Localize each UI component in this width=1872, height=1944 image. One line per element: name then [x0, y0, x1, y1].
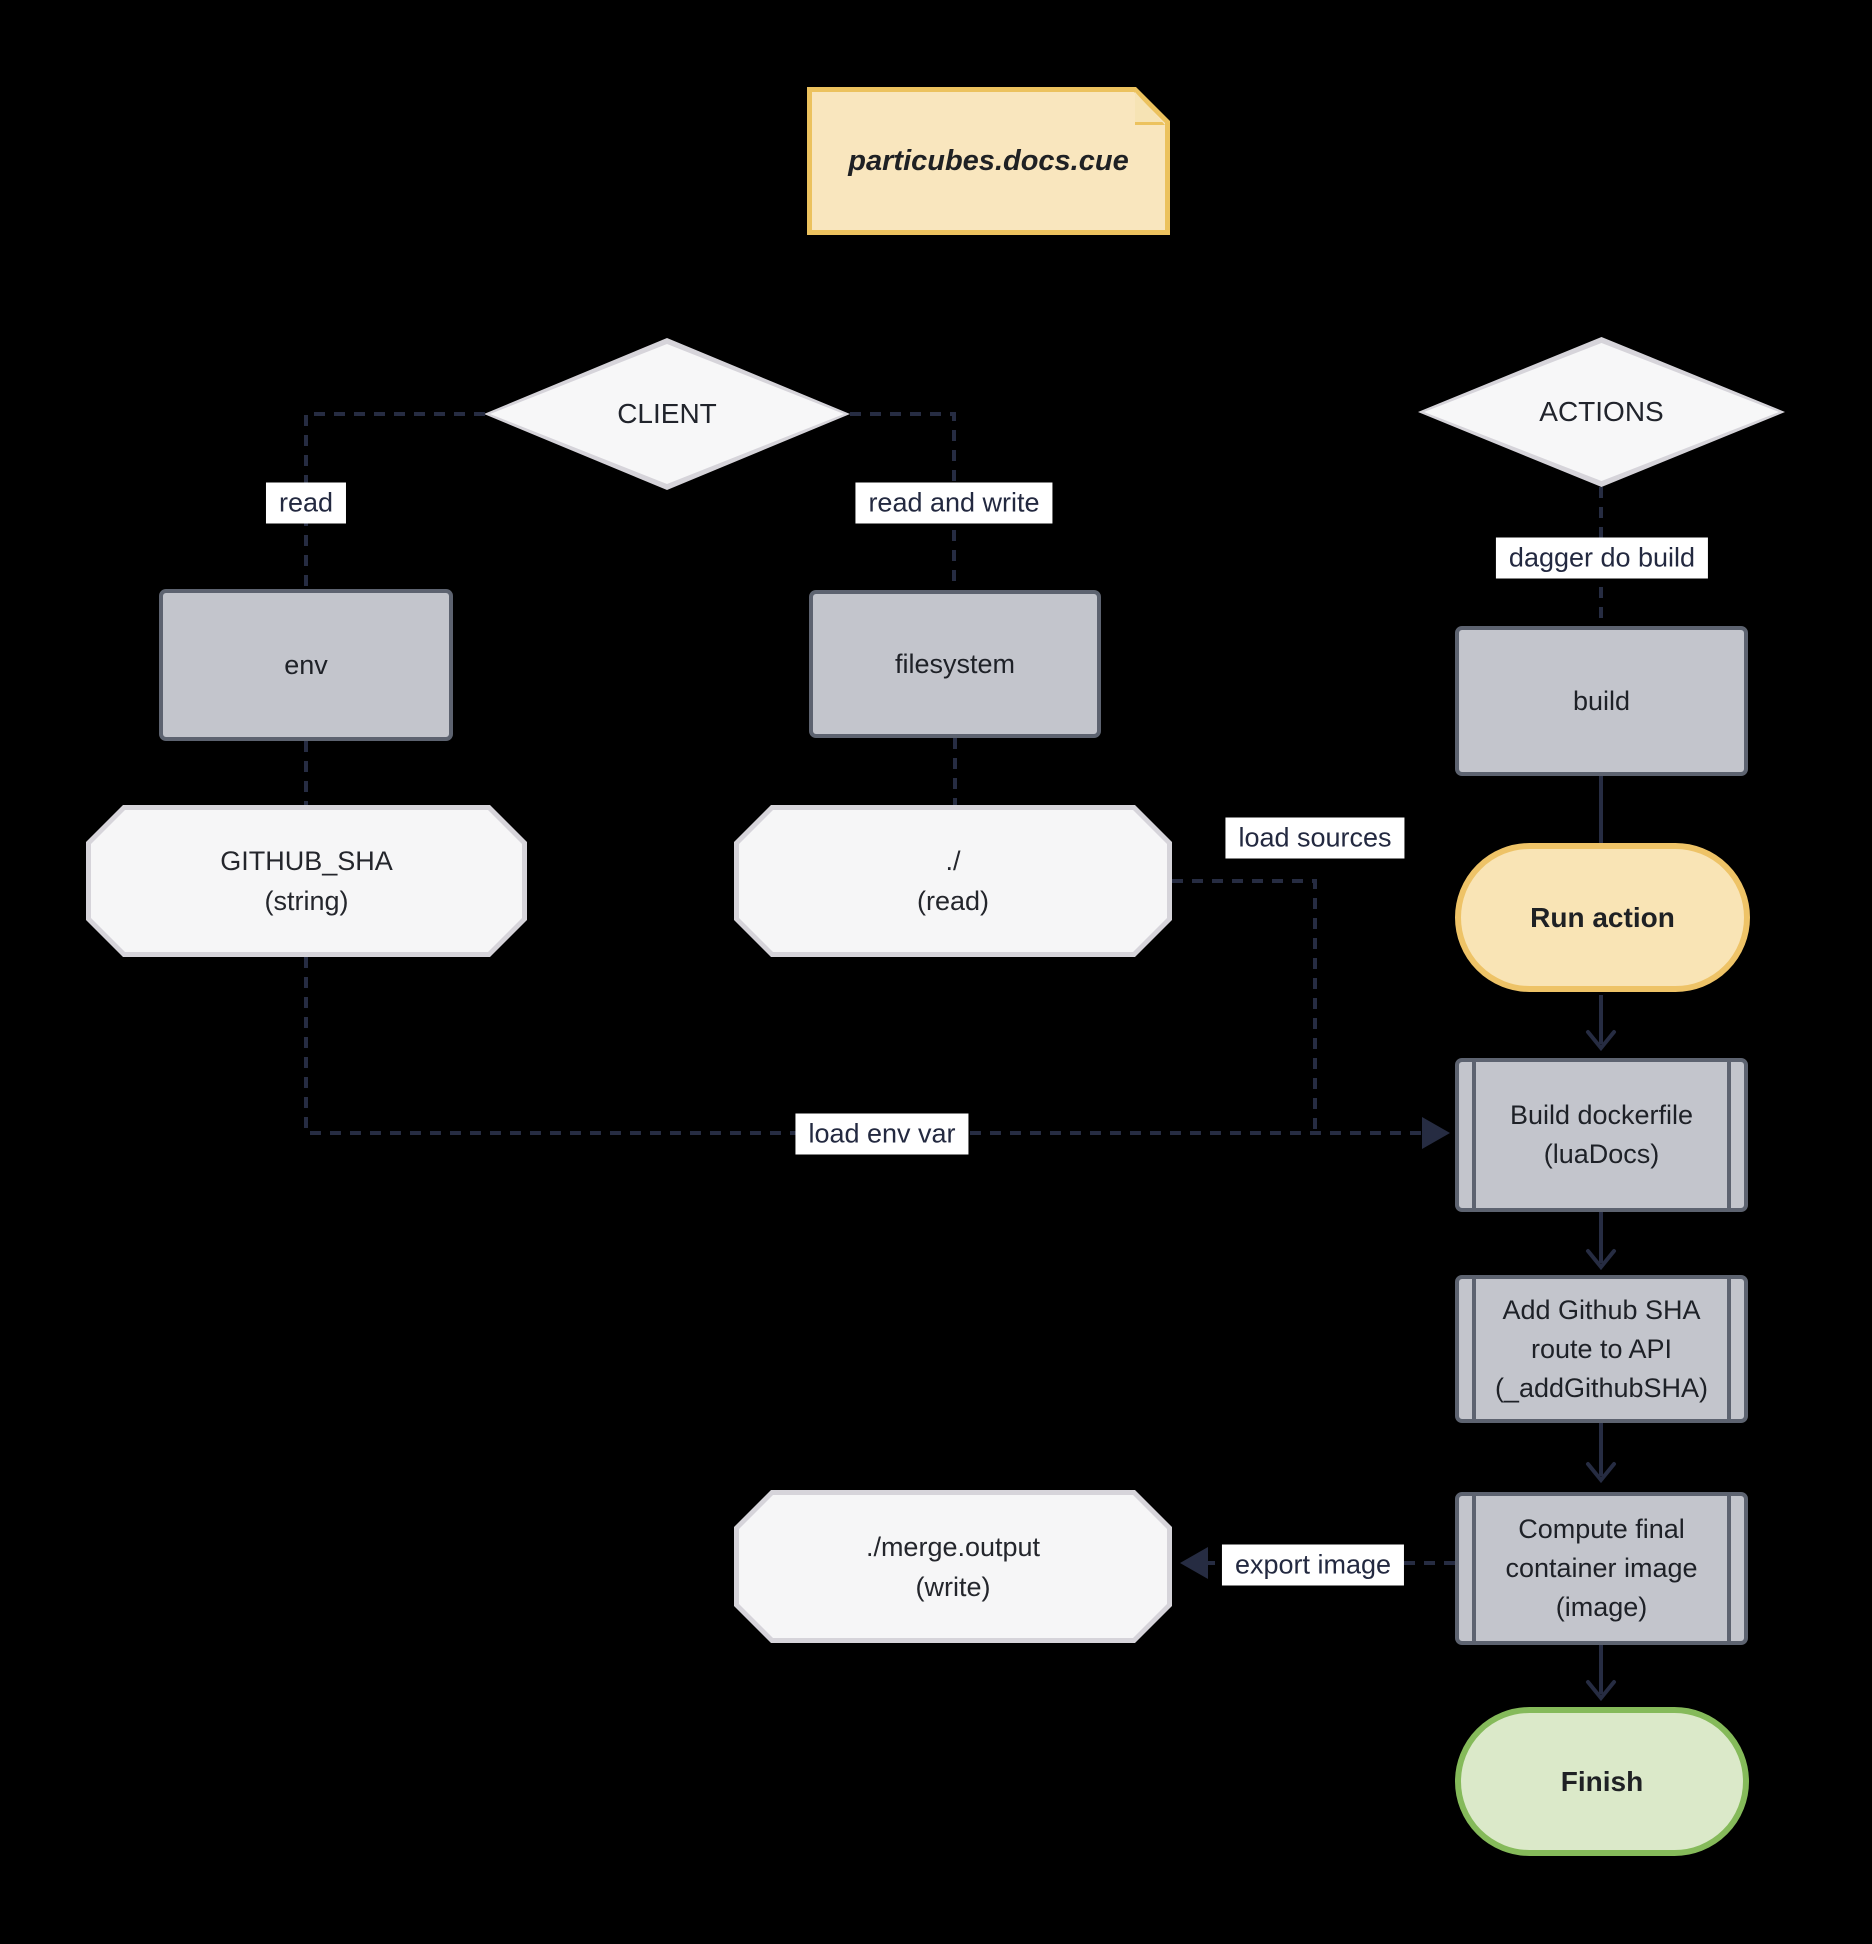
- io-merge-output-line1: ./merge.output: [865, 1531, 1041, 1562]
- subroutine-bar: [1727, 1496, 1731, 1641]
- io-dot-read: ./ (read): [734, 805, 1172, 957]
- subroutine-bar: [1472, 1279, 1476, 1419]
- io-dot-read-line2: (read): [916, 886, 990, 916]
- edge-load-env-var: [304, 957, 1422, 1135]
- io-github-sha-body: GITHUB_SHA (string): [91, 810, 522, 952]
- subroutine-compute-final-image: Compute final container image (image): [1455, 1492, 1748, 1645]
- edge-label-read-and-write: read and write: [855, 482, 1053, 524]
- arrowhead-down-icon: [1586, 1249, 1616, 1271]
- edge-client-readwrite-filesystem: [850, 412, 956, 590]
- arrowhead-down-icon: [1586, 1462, 1616, 1484]
- subroutine-bar: [1727, 1279, 1731, 1419]
- node-build-label: build: [1572, 685, 1631, 716]
- node-filesystem-label: filesystem: [894, 648, 1016, 679]
- node-run-action-label: Run action: [1530, 901, 1675, 933]
- io-github-sha: GITHUB_SHA (string): [86, 805, 527, 957]
- node-env-label: env: [284, 649, 328, 680]
- edge-label-load-sources: load sources: [1225, 817, 1405, 859]
- note-particubes-docs-cue: particubes.docs.cue: [807, 87, 1170, 235]
- arrowhead-down-icon: [1586, 1680, 1616, 1702]
- node-run-action: Run action: [1455, 843, 1750, 992]
- subroutine-build-dockerfile-line1: Build dockerfile: [1509, 1100, 1694, 1130]
- arrowhead-left-icon: [1180, 1547, 1208, 1579]
- subroutine-add-github-sha-line3: (_addGithubSHA): [1494, 1372, 1709, 1403]
- node-finish-label: Finish: [1560, 1765, 1644, 1797]
- io-merge-output: ./merge.output (write): [734, 1490, 1172, 1643]
- subroutine-bar: [1727, 1062, 1731, 1208]
- subroutine-compute-final-image-line2: container image: [1505, 1553, 1698, 1583]
- subroutine-add-github-sha-line2: route to API: [1530, 1333, 1673, 1364]
- subroutine-compute-final-image-line3: (image): [1555, 1592, 1648, 1622]
- decision-actions-label: ACTIONS: [1539, 396, 1664, 427]
- note-body: particubes.docs.cue: [812, 92, 1165, 230]
- node-env: env: [159, 589, 453, 741]
- node-filesystem: filesystem: [809, 590, 1101, 738]
- edge-load-sources: [1172, 879, 1317, 1133]
- subroutine-build-dockerfile-line2: (luaDocs): [1543, 1139, 1660, 1169]
- subroutine-add-github-sha: Add Github SHA route to API (_addGithubS…: [1455, 1275, 1748, 1423]
- edge-label-load-env-var: load env var: [795, 1113, 969, 1155]
- arrowhead-right-icon: [1422, 1117, 1450, 1149]
- decision-client-label: CLIENT: [617, 398, 717, 429]
- subroutine-bar: [1472, 1062, 1476, 1208]
- io-merge-output-line2: (write): [915, 1571, 991, 1602]
- edge-label-export-image: export image: [1221, 1544, 1405, 1586]
- subroutine-bar: [1472, 1496, 1476, 1641]
- edge-label-read: read: [265, 482, 347, 524]
- io-dot-read-line1: ./: [945, 846, 961, 876]
- note-title: particubes.docs.cue: [848, 144, 1129, 177]
- io-dot-read-body: ./ (read): [739, 810, 1167, 952]
- subroutine-build-dockerfile: Build dockerfile (luaDocs): [1455, 1058, 1748, 1212]
- node-build: build: [1455, 626, 1748, 776]
- subroutine-compute-final-image-line1: Compute final: [1518, 1514, 1685, 1544]
- io-github-sha-line2: (string): [264, 886, 349, 916]
- io-merge-output-body: ./merge.output (write): [739, 1495, 1167, 1638]
- arrowhead-down-icon: [1586, 1030, 1616, 1052]
- io-github-sha-line1: GITHUB_SHA: [220, 846, 393, 876]
- subroutine-add-github-sha-line1: Add Github SHA: [1502, 1294, 1701, 1325]
- node-finish: Finish: [1455, 1707, 1749, 1856]
- edge-label-dagger-do-build: dagger do build: [1495, 537, 1709, 579]
